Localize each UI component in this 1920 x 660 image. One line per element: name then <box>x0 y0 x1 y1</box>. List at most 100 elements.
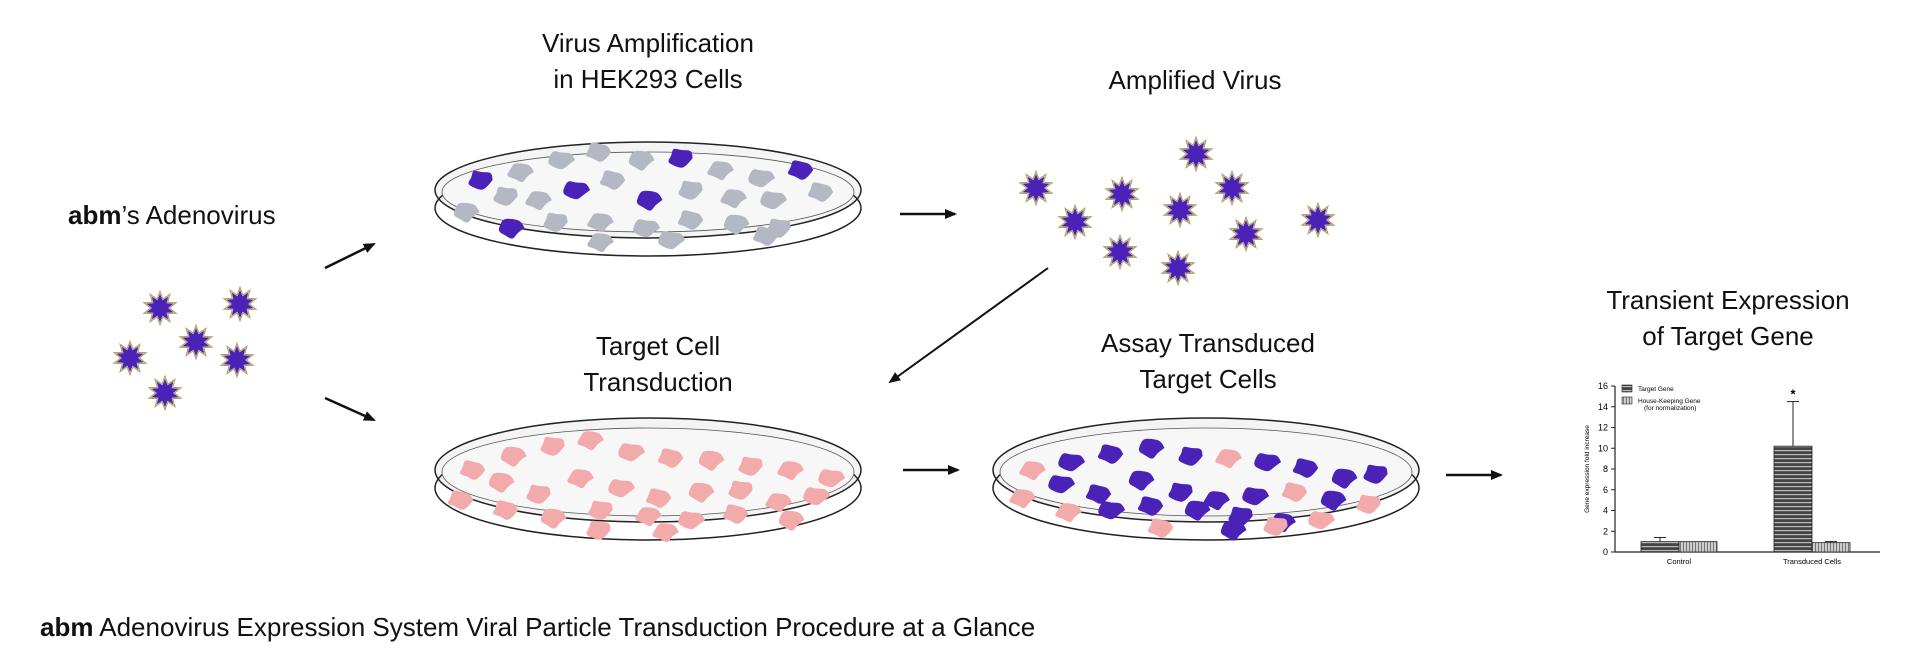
virus-particle-icon <box>219 341 255 379</box>
cell-icon <box>1331 468 1358 489</box>
caption-text: Adenovirus Expression System Viral Parti… <box>93 612 1036 642</box>
cell-icon <box>1184 500 1211 521</box>
x-category-label: Transduced Cells <box>1783 557 1841 566</box>
bar-housekeeping-gene <box>1678 541 1718 553</box>
dish-target-transduction <box>434 417 862 543</box>
cell-icon <box>540 508 567 529</box>
cell-icon <box>587 233 614 253</box>
cell-icon <box>677 210 704 230</box>
target-cell-transduction-label: Target Cell Transduction <box>508 328 808 400</box>
dish-hek293 <box>434 141 862 257</box>
cell-icon <box>1356 494 1381 514</box>
legend-label: Target Gene <box>1638 386 1674 393</box>
cell-icon <box>500 446 527 467</box>
cell-icon <box>760 191 788 210</box>
cell-icon <box>1228 506 1253 526</box>
y-axis-label: Gene expression fold increase <box>1584 425 1591 513</box>
y-tick-label: 6 <box>1603 485 1608 495</box>
cell-icon <box>1009 489 1036 509</box>
cell-icon <box>1085 484 1112 504</box>
legend-swatch <box>1621 396 1633 405</box>
cell-icon <box>1178 446 1203 466</box>
cell-icon <box>688 482 715 503</box>
bar-housekeeping-gene <box>1811 542 1851 553</box>
adenovirus-label-text: ’s Adenovirus <box>121 200 276 230</box>
virus-particle-icon <box>142 289 178 327</box>
cell-icon <box>493 186 518 206</box>
cell-icon <box>586 520 611 540</box>
cell-icon <box>1363 464 1388 484</box>
assay-line-1: Assay Transduced <box>1101 328 1315 358</box>
virus-amplification-line-2: in HEK293 Cells <box>553 64 743 94</box>
y-tick-label: 2 <box>1603 526 1608 536</box>
cell-icon <box>585 142 612 162</box>
arrow-to-transduction <box>324 396 376 422</box>
cell-icon <box>777 461 804 481</box>
cell-icon <box>618 443 646 462</box>
y-tick-label: 12 <box>1598 423 1608 433</box>
bar-target-gene <box>1773 445 1813 553</box>
cell-icon <box>723 214 750 235</box>
virus-particle-icon <box>1104 175 1140 213</box>
virus-particle-icon <box>1178 135 1214 173</box>
virus-particle-icon <box>1214 169 1250 207</box>
cell-icon <box>543 212 568 232</box>
virus-amplification-line-1: Virus Amplification <box>542 28 754 58</box>
cell-icon <box>1138 438 1165 459</box>
amplified-virus-particles <box>1018 135 1336 287</box>
cell-icon <box>752 226 779 246</box>
transient-expression-label: Transient Expression of Target Gene <box>1568 282 1888 354</box>
cell-icon <box>468 170 493 190</box>
cell-icon <box>1320 490 1347 511</box>
cell-icon <box>1242 487 1270 506</box>
cell-icon <box>778 510 805 531</box>
virus-particle-icon <box>1162 191 1198 229</box>
cell-icon <box>698 450 725 471</box>
cell-icon <box>652 523 679 543</box>
caption-brand: abm <box>40 612 94 642</box>
virus-particle-icon <box>222 285 258 323</box>
cell-icon <box>807 182 834 202</box>
cell-icon <box>507 163 534 183</box>
cell-icon <box>447 490 474 510</box>
cell-icon <box>818 469 846 488</box>
cell-icon <box>1058 453 1086 472</box>
cell-icon <box>787 160 814 180</box>
cell-icon <box>1263 516 1288 536</box>
arrow-to-amplification <box>324 242 376 270</box>
cell-icon <box>1055 503 1082 523</box>
cell-icon <box>526 484 551 504</box>
virus-amplification-label: Virus Amplification in HEK293 Cells <box>498 25 798 97</box>
cell-icon <box>588 500 613 520</box>
cell-icon <box>608 479 636 498</box>
cell-icon <box>668 148 693 168</box>
cell-icon <box>492 500 519 520</box>
cell-icon <box>1292 458 1319 478</box>
y-tick-label: 0 <box>1603 547 1608 557</box>
cell-icon <box>567 469 594 489</box>
cell-icon <box>548 151 576 170</box>
adenovirus-particles <box>112 285 258 412</box>
cell-icon <box>1308 511 1336 530</box>
cell-icon <box>738 456 763 476</box>
amplified-virus-label: Amplified Virus <box>1045 62 1345 98</box>
virus-particle-icon <box>1018 169 1054 207</box>
cell-icon <box>722 504 749 524</box>
cell-icon <box>1137 496 1164 516</box>
cell-icon <box>707 161 734 181</box>
cell-icon <box>577 431 604 451</box>
legend-label: (for normalization) <box>1644 405 1696 412</box>
legend-label: House-Keeping Gene <box>1638 398 1701 405</box>
target-cell-line-1: Target Cell <box>595 331 721 361</box>
cell-icon <box>1215 449 1242 469</box>
transient-line-1: Transient Expression <box>1606 285 1850 315</box>
y-tick-label: 4 <box>1603 506 1608 516</box>
virus-particle-icon <box>1300 201 1336 239</box>
cell-icon <box>587 213 614 233</box>
cell-icon <box>1098 501 1126 520</box>
assay-transduced-label: Assay Transduced Target Cells <box>1058 325 1358 397</box>
arrow-amplified-to-transduction <box>888 267 1049 384</box>
cell-icon <box>1128 470 1155 491</box>
cell-icon <box>563 181 591 200</box>
